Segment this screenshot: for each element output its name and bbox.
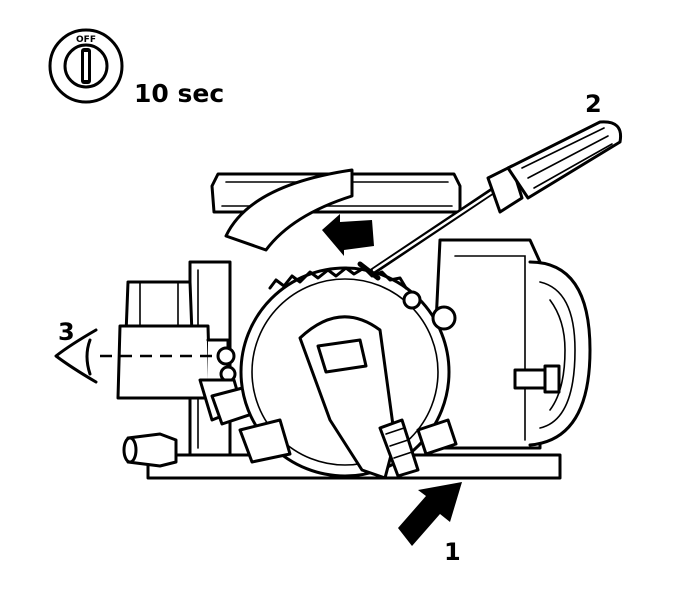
eye-icon	[54, 328, 215, 384]
throttle-position-sensor	[116, 280, 260, 426]
throttle-pulley	[224, 168, 458, 480]
duration-text: 10 sec	[134, 79, 224, 108]
callout-1: 1	[444, 538, 461, 566]
callout-2: 2	[585, 90, 602, 118]
ignition-off-text: OFF	[76, 35, 96, 45]
screwdriver-icon	[357, 120, 623, 281]
push-arrow-icon	[398, 482, 462, 546]
ignition-switch-icon: OFF	[48, 28, 124, 104]
callout-3: 3	[58, 318, 75, 346]
throttle-body	[122, 172, 592, 480]
rotate-arrow-icon	[322, 214, 374, 256]
